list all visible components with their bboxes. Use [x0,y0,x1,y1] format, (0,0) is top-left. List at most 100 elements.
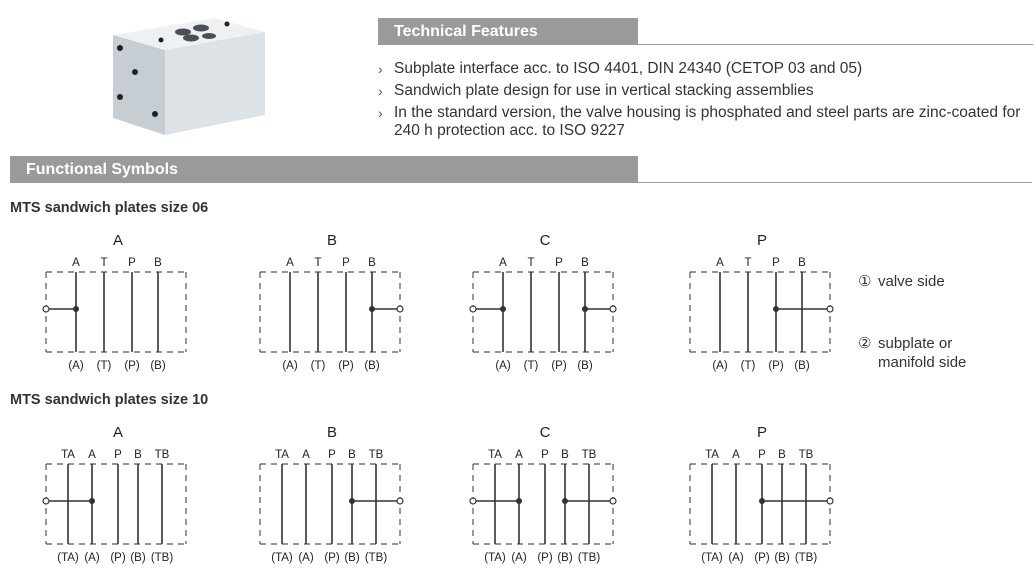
port-open-circle [396,305,404,313]
top-port-label: P [555,257,563,269]
bottom-port-label: (T) [97,360,112,372]
bottom-port-label: (TA) [701,552,723,564]
top-port-label: T [100,257,107,269]
bottom-port-label: (P) [124,360,140,372]
top-port-label: TA [488,449,502,461]
top-port-label: B [368,257,376,269]
functional-symbols-title: Functional Symbols [10,156,638,183]
top-port-label: TB [155,449,170,461]
top-port-label: A [499,257,507,269]
product-image [113,18,265,135]
top-port-label: T [527,257,534,269]
junction-dot [500,306,506,312]
bottom-port-label: (A) [712,360,728,372]
top-port-label: A [72,257,80,269]
bottom-port-label: (B) [130,552,146,564]
bottom-port-label: (A) [68,360,84,372]
size06-title: MTS sandwich plates size 06 [10,200,209,216]
bottom-port-label: (TB) [365,552,388,564]
bottom-port-label: (T) [741,360,756,372]
bottom-port-label: (B) [344,552,360,564]
technical-features-title: Technical Features [378,18,638,45]
bottom-port-label: (TA) [271,552,293,564]
port-open-circle [609,497,617,505]
symbol-size06-A: AA(A)T(T)P(P)B(B) [42,232,187,372]
port-open-circle [609,305,617,313]
junction-dot [516,498,522,504]
top-port-label: TB [582,449,597,461]
port-open-circle [826,497,834,505]
bottom-port-label: (TB) [151,552,174,564]
variant-label: B [327,232,337,249]
symbol-size10-C: CTA(TA)A(A)P(P)B(B)TB(TB) [469,424,617,564]
junction-dot [582,306,588,312]
port-open-circle [469,305,477,313]
header-rule [638,44,1033,45]
bottom-port-label: (P) [338,360,354,372]
top-port-label: TB [369,449,384,461]
top-port-label: B [561,449,569,461]
top-port-label: A [302,449,310,461]
bottom-port-label: (A) [298,552,314,564]
symbol-size10-A: ATA(TA)A(A)P(P)B(B)TB(TB) [42,424,187,564]
variant-label: C [540,424,551,441]
port-open-circle [42,305,50,313]
bottom-port-label: (P) [110,552,126,564]
variant-label: P [757,232,767,249]
feature-item: ›Subplate interface acc. to ISO 4401, DI… [378,60,863,77]
top-port-label: TA [61,449,75,461]
circled-two: ② [858,335,872,352]
top-port-label: P [328,449,336,461]
top-port-label: B [778,449,786,461]
chevron-right-icon: › [378,83,383,99]
bottom-port-label: (TB) [578,552,601,564]
bottom-port-label: (TA) [484,552,506,564]
bottom-port-label: (B) [774,552,790,564]
junction-dot [349,498,355,504]
circled-one: ① [858,273,872,290]
bottom-port-label: (P) [537,552,553,564]
bottom-port-label: (A) [511,552,527,564]
bottom-port-label: (B) [577,360,593,372]
junction-dot [73,306,79,312]
symbol-size06-C: CA(A)T(T)P(P)B(B) [469,232,617,372]
header-rule [638,182,1032,183]
top-port-label: P [114,449,122,461]
top-port-label: B [798,257,806,269]
technical-features-header: Technical Features [378,18,1033,45]
bottom-port-label: (A) [728,552,744,564]
variant-label: P [757,424,767,441]
top-port-label: A [716,257,724,269]
port-open-circle [469,497,477,505]
bottom-port-label: (B) [794,360,810,372]
top-port-label: T [314,257,321,269]
port-open-circle [826,305,834,313]
feature-item: ›In the standard version, the valve hous… [378,104,1021,139]
junction-dot [89,498,95,504]
top-port-label: TA [705,449,719,461]
symbol-size06-P: PA(A)T(T)P(P)B(B) [689,232,834,372]
technical-features-list: ›Subplate interface acc. to ISO 4401, DI… [378,60,1033,144]
top-port-label: A [515,449,523,461]
feature-item: ›Sandwich plate design for use in vertic… [378,82,814,99]
top-port-label: B [581,257,589,269]
variant-label: A [113,424,123,441]
top-port-label: TA [275,449,289,461]
bottom-port-label: (P) [768,360,784,372]
bottom-port-label: (A) [495,360,511,372]
bottom-port-label: (T) [524,360,539,372]
junction-dot [369,306,375,312]
size10-title: MTS sandwich plates size 10 [10,392,209,408]
functional-symbols-header: Functional Symbols [10,156,1032,183]
top-port-label: TB [799,449,814,461]
bottom-port-label: (T) [311,360,326,372]
bottom-port-label: (B) [364,360,380,372]
bottom-port-label: (A) [84,552,100,564]
top-port-label: A [88,449,96,461]
top-port-label: A [286,257,294,269]
bottom-port-label: (B) [150,360,166,372]
variant-label: B [327,424,337,441]
top-port-label: A [732,449,740,461]
